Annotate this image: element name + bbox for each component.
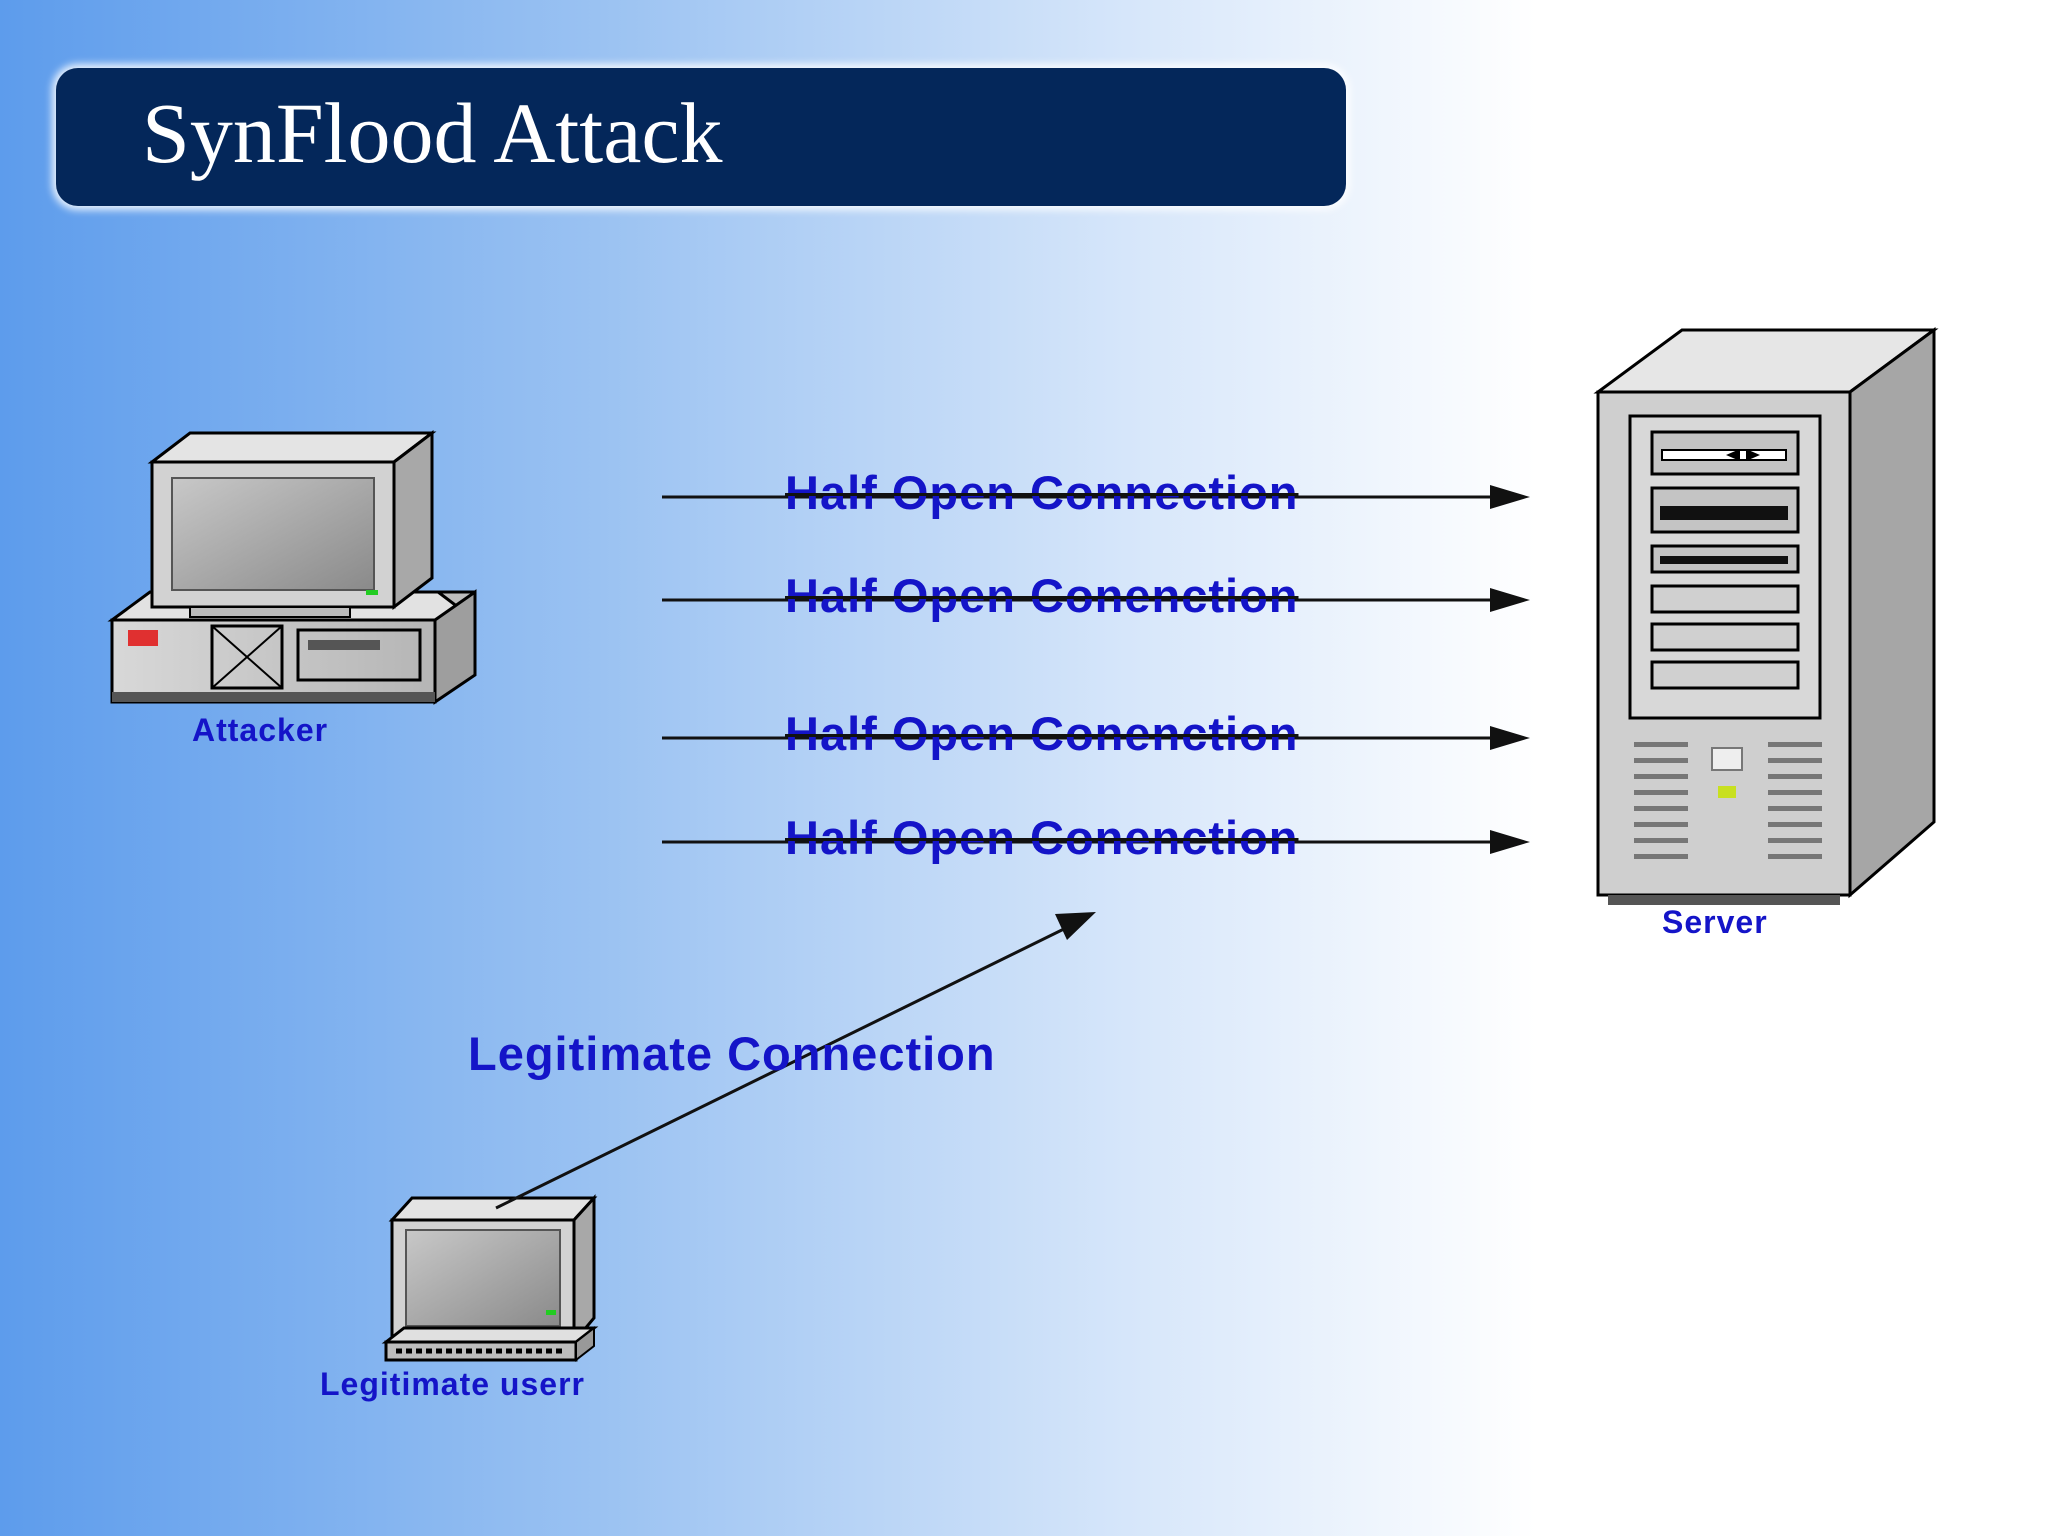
attacker-label: Attacker — [192, 712, 329, 748]
attacker-computer-icon — [107, 429, 477, 705]
half-open-arrows — [662, 485, 1530, 854]
server-tower-icon — [1593, 327, 1939, 905]
half-open-label-1: Half Open Connection — [785, 466, 1299, 519]
legitimate-connection-label: Legitimate Connection — [468, 1027, 996, 1080]
title-bar: SynFlood Attack — [56, 68, 1346, 206]
half-open-arrowhead-1 — [1490, 485, 1530, 509]
half-open-arrowhead-4 — [1490, 830, 1530, 854]
server-label: Server — [1662, 904, 1768, 940]
half-open-label-2: Half Open Conenction — [785, 569, 1299, 622]
legitimate-user-label: Legitimate userr — [320, 1366, 585, 1402]
legitimate-connection-arrow — [495, 912, 1096, 1210]
half-open-label-4: Half Open Conenction — [785, 811, 1299, 864]
slide-title: SynFlood Attack — [142, 85, 723, 181]
half-open-arrowhead-2 — [1490, 588, 1530, 612]
legitimate-user-computer-icon — [381, 1194, 599, 1363]
half-open-arrowhead-3 — [1490, 726, 1530, 750]
half-open-label-3: Half Open Conenction — [785, 707, 1299, 760]
